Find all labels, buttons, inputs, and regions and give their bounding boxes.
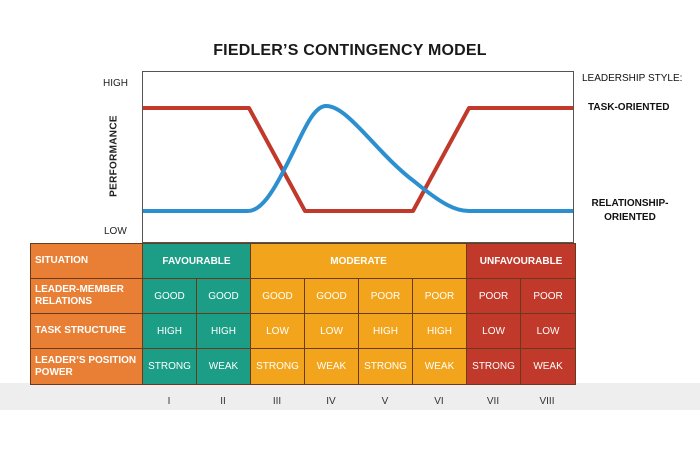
leader-member-relations-header: LEADER-MEMBER RELATIONS	[30, 278, 143, 314]
numeral-label: VI	[434, 396, 444, 407]
table-cell: GOOD	[250, 278, 305, 314]
table-cell: HIGH	[358, 313, 413, 349]
performance-plot	[142, 71, 574, 243]
y-high-label: HIGH	[103, 78, 128, 89]
table-cell: POOR	[466, 278, 522, 314]
situation-numerals: I II III IV V VI VII VIII	[0, 396, 700, 410]
position-power-header: LEADER’S POSITION POWER	[30, 348, 143, 385]
table-cell: STRONG	[466, 348, 522, 385]
bottom-band	[0, 383, 700, 410]
moderate-group: MODERATE	[249, 243, 468, 279]
legend-heading: LEADERSHIP STYLE:	[582, 73, 683, 84]
table-cell: STRONG	[358, 348, 413, 385]
leader-member-relations-row: LEADER-MEMBER RELATIONS GOOD GOOD GOOD G…	[30, 278, 577, 314]
table-cell: GOOD	[196, 278, 251, 314]
legend-relationship-line2: ORIENTED	[604, 212, 656, 223]
numeral-label: VIII	[539, 396, 555, 407]
table-cell: HIGH	[196, 313, 251, 349]
unfavourable-group: UNFAVOURABLE	[466, 243, 577, 279]
table-cell: LOW	[466, 313, 522, 349]
table-cell: POOR	[520, 278, 577, 314]
performance-curves	[143, 104, 573, 213]
relationship-oriented-curve	[143, 104, 573, 213]
task-oriented-line	[143, 106, 573, 213]
task-structure-header: TASK STRUCTURE	[30, 313, 143, 349]
numeral-label: I	[167, 396, 171, 407]
y-axis-label: PERFORMANCE	[108, 115, 120, 197]
diagram-title: FIEDLER’S CONTINGENCY MODEL	[213, 42, 487, 59]
legend-relationship-line1: RELATIONSHIP-	[591, 198, 669, 209]
table-cell: POOR	[411, 278, 468, 314]
table-cell: GOOD	[304, 278, 359, 314]
table-cell: HIGH	[142, 313, 197, 349]
table-cell: WEAK	[520, 348, 577, 385]
legend-task-oriented: TASK-ORIENTED	[588, 102, 670, 113]
table-cell: WEAK	[411, 348, 468, 385]
numeral-label: III	[272, 396, 282, 407]
y-low-label: LOW	[104, 226, 127, 237]
task-structure-row: TASK STRUCTURE HIGH HIGH LOW LOW HIGH HI…	[30, 313, 577, 349]
table-cell: STRONG	[142, 348, 197, 385]
table-cell: LOW	[304, 313, 359, 349]
table-cell: LOW	[250, 313, 305, 349]
position-power-row: LEADER’S POSITION POWER STRONG WEAK STRO…	[30, 348, 577, 385]
numeral-label: V	[381, 396, 389, 407]
situation-header: SITUATION	[30, 243, 143, 279]
table-cell: LOW	[520, 313, 577, 349]
situation-row: SITUATION FAVOURABLE MODERATE UNFAVOURAB…	[30, 243, 577, 279]
table-cell: GOOD	[142, 278, 197, 314]
table-cell: STRONG	[250, 348, 305, 385]
numeral-label: II	[220, 396, 226, 407]
situation-table: SITUATION FAVOURABLE MODERATE UNFAVOURAB…	[30, 243, 577, 385]
numeral-label: IV	[326, 396, 336, 407]
table-cell: WEAK	[196, 348, 251, 385]
favourable-group: FAVOURABLE	[142, 243, 251, 279]
table-cell: WEAK	[304, 348, 359, 385]
numeral-label: VII	[486, 396, 500, 407]
table-cell: POOR	[358, 278, 413, 314]
table-cell: HIGH	[411, 313, 468, 349]
